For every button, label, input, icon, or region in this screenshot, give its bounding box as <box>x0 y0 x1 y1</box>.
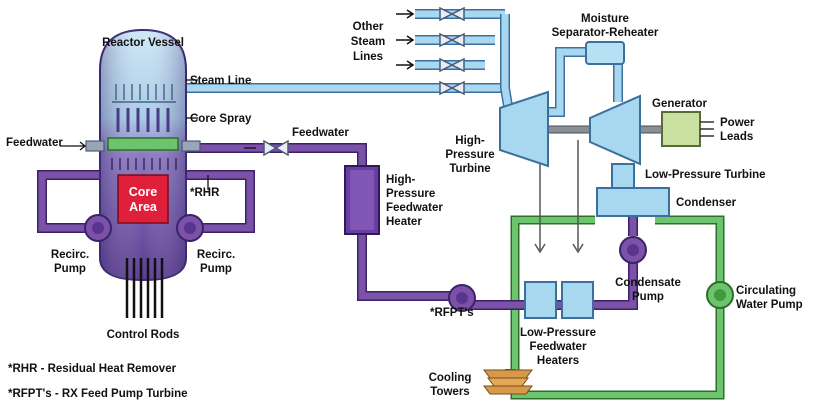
label-cooling-towers-1: Cooling <box>429 372 472 384</box>
label-generator: Generator <box>652 98 707 110</box>
label-core-area-1: Core <box>129 185 158 199</box>
circulating-water-pump <box>706 281 734 309</box>
label-reactor-vessel: Reactor Vessel <box>102 37 184 49</box>
label-core-spray: Core Spray <box>190 113 252 125</box>
label-cooling-towers-2: Towers <box>430 386 469 398</box>
condensate-pump <box>619 236 647 264</box>
label-feedwater-top: Feedwater <box>292 127 349 139</box>
label-steam-line: Steam Line <box>190 75 251 87</box>
label-condenser: Condenser <box>676 197 737 209</box>
label-hp-turbine-1: High- <box>455 135 485 147</box>
lp-turbine <box>589 94 641 189</box>
label-moisture-separator-1: Moisture <box>581 13 629 25</box>
feedwater-lines <box>185 143 638 310</box>
label-core-area-2: Area <box>129 200 158 214</box>
recirc-pump-right <box>176 214 204 242</box>
label-circ-pump-1: Circulating <box>736 285 796 297</box>
condenser <box>596 187 670 217</box>
label-rfpt-mark: *RFPT's <box>430 307 474 319</box>
label-lp-fw-heaters-1: Low-Pressure <box>520 327 596 339</box>
label-rhr-mark: *RHR <box>190 187 220 199</box>
moisture-separator-reheater <box>585 41 625 65</box>
hp-feedwater-heater <box>344 165 380 235</box>
label-condensate-pump-1: Condensate <box>615 277 681 289</box>
cooling-towers <box>483 369 533 395</box>
label-moisture-separator-2: Separator-Reheater <box>552 27 659 39</box>
label-other-steam-lines-1: Other <box>353 21 384 33</box>
label-control-rods: Control Rods <box>107 329 180 341</box>
label-other-steam-lines-3: Lines <box>353 51 383 63</box>
label-hp-fw-heater-4: Heater <box>386 216 422 228</box>
control-rods <box>125 258 164 318</box>
reactor-vessel <box>37 28 255 282</box>
recirc-pump-left <box>84 214 112 242</box>
lp-feedwater-heaters <box>524 281 594 319</box>
label-condensate-pump-2: Pump <box>632 291 664 303</box>
label-hp-fw-heater-2: Pressure <box>386 188 435 200</box>
feedwater-valve <box>263 139 289 157</box>
label-recirc-pump-left-1: Recirc. <box>51 249 89 261</box>
label-circ-pump-2: Water Pump <box>736 299 803 311</box>
label-recirc-pump-right-1: Recirc. <box>197 249 235 261</box>
steam-valves <box>439 6 465 96</box>
label-lp-fw-heaters-2: Feedwater <box>530 341 587 353</box>
generator <box>661 111 714 147</box>
legend-rhr: *RHR - Residual Heat Remover <box>8 363 177 375</box>
label-feedwater-left: Feedwater <box>6 137 63 149</box>
legend-rfpt: *RFPT's - RX Feed Pump Turbine <box>8 388 188 400</box>
label-hp-fw-heater-3: Feedwater <box>386 202 443 214</box>
rfpt-pump <box>448 284 476 312</box>
pointer-arrows <box>60 79 256 190</box>
label-recirc-pump-right-2: Pump <box>200 263 232 275</box>
label-power-leads-1: Power <box>720 117 755 129</box>
label-hp-fw-heater-1: High- <box>386 174 416 186</box>
hp-turbine <box>499 90 549 168</box>
label-lp-turbine: Low-Pressure Turbine <box>645 169 766 181</box>
label-hp-turbine-2: Pressure <box>445 149 494 161</box>
steam-inlet-arrows <box>396 9 415 70</box>
label-hp-turbine-3: Turbine <box>449 163 490 175</box>
label-other-steam-lines-2: Steam <box>351 36 386 48</box>
label-recirc-pump-left-2: Pump <box>54 263 86 275</box>
label-power-leads-2: Leads <box>720 131 753 143</box>
label-lp-fw-heaters-3: Heaters <box>537 355 579 367</box>
